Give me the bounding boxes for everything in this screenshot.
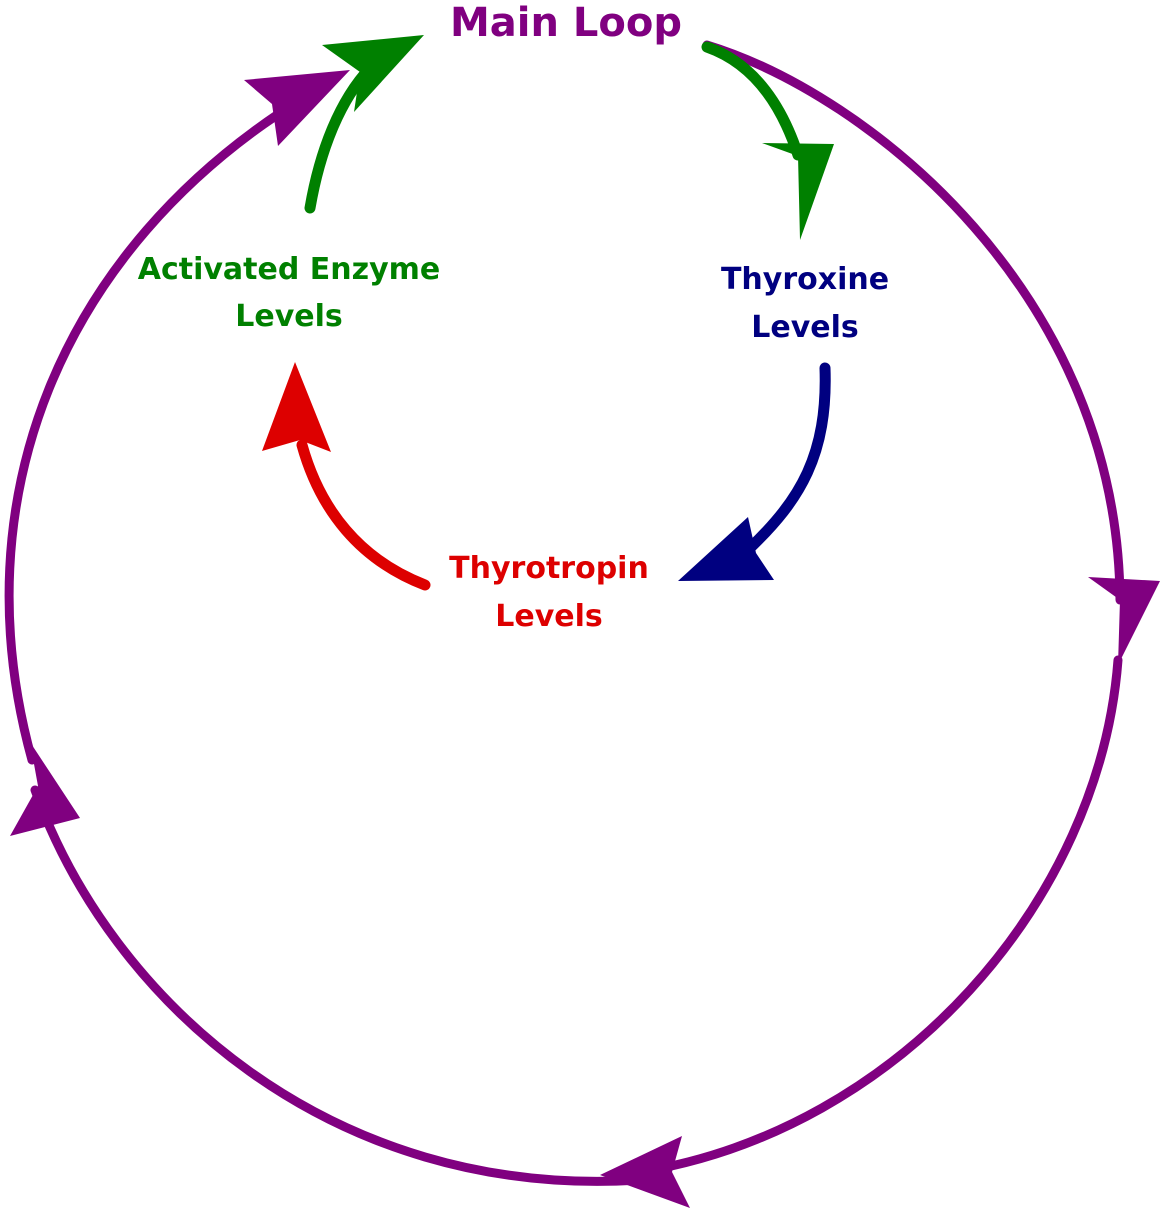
main-loop-title: Main Loop — [450, 0, 682, 46]
thyrotropin-to-enzyme-arrow — [262, 362, 431, 591]
main-loop-arc-bottom-left — [30, 785, 645, 1186]
main-loop-arc-bottom-right — [635, 655, 1123, 1177]
enzyme-label-line1: Activated Enzyme — [138, 252, 441, 287]
thyroxine-to-thyrotropin-arrow — [678, 362, 831, 581]
enzyme-node-label: Activated Enzyme Levels — [138, 252, 441, 334]
thyroxine-node-label: Thyroxine Levels — [721, 262, 889, 345]
main-loop-arrowhead-right — [1088, 577, 1160, 665]
enzyme-label-line2: Levels — [235, 299, 343, 334]
main-loop-arrowhead-left — [10, 742, 80, 836]
thyrotropin-label-line2: Levels — [495, 599, 603, 634]
main-loop-arrowhead-top-left — [244, 70, 350, 146]
main-loop-arc-left — [4, 95, 305, 765]
main-loop-circle — [4, 40, 1160, 1208]
main-loop-arrowhead-bottom — [600, 1136, 690, 1208]
enzyme-to-main-arrow — [304, 35, 424, 214]
main-loop-arc-right — [702, 40, 1125, 605]
main-to-thyroxine-arrow — [701, 41, 834, 240]
thyroxine-label-line2: Levels — [751, 310, 859, 345]
thyrotropin-label-line1: Thyrotropin — [449, 551, 649, 586]
thyroxine-label-line1: Thyroxine — [721, 262, 889, 297]
thyrotropin-node-label: Thyrotropin Levels — [449, 551, 649, 634]
